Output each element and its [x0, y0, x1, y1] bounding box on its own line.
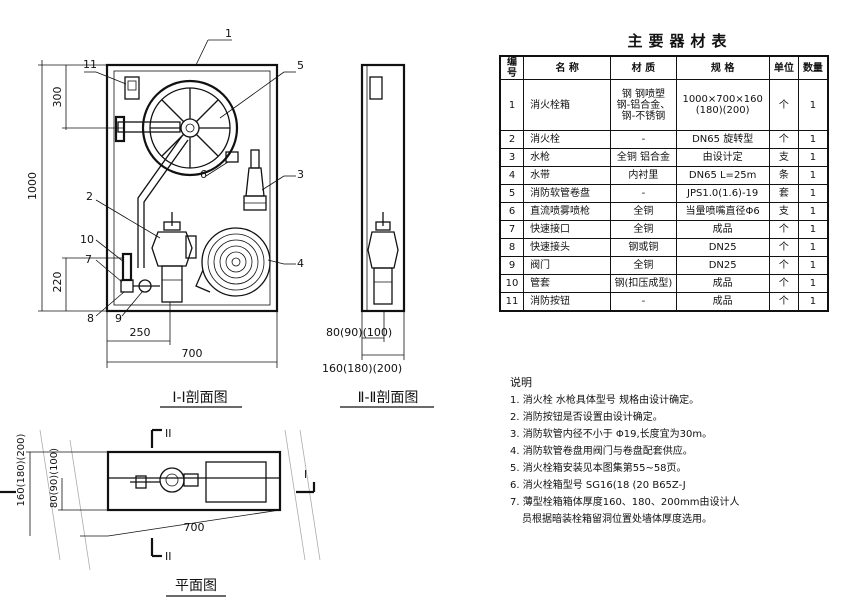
side-cabinet-frame [360, 63, 406, 313]
col-header-unit: 单位 [768, 55, 799, 80]
col-header-name: 名 称 [523, 55, 612, 80]
callout-10: 10 [80, 233, 94, 246]
materials-table: 编号 名 称 材 质 规 格 单位 数量 1 消火栓箱 钢 钢喷塑 钢-铝合金、… [499, 55, 829, 312]
col-header-material: 材 质 [610, 55, 677, 80]
section-mark-top: II [165, 427, 172, 440]
side-dim-depth-inner: 80(90)(100) [326, 326, 392, 339]
table-row: 6 直流喷雾喷枪 全铜 当量喷嘴直径Φ6 支 1 [499, 202, 829, 221]
note-item: 1. 消火栓 水枪具体型号 规格由设计确定。 [510, 395, 700, 406]
notes-section: 说明 1. 消火栓 水枪具体型号 规格由设计确定。 2. 消防按钮是否设置由设计… [510, 374, 840, 528]
side-alarm-button-icon [369, 76, 383, 100]
callout-3: 3 [297, 168, 304, 181]
note-item: 5. 消火栓箱安装见本图集第55~58页。 [510, 463, 687, 474]
note-item: 7. 薄型栓箱箱体厚度160、180、200mm由设计人 [510, 497, 740, 508]
callout-5: 5 [297, 59, 304, 72]
callout-11: 11 [83, 58, 97, 71]
callout-8: 8 [87, 312, 94, 325]
plan-cabinet-frame [106, 450, 282, 512]
section-one-one-view: 1000 300 220 250 700 1 11 5 6 3 2 10 4 7… [26, 27, 304, 408]
col-header-no: 编号 [499, 55, 525, 80]
water-gun-icon [243, 149, 267, 211]
coiled-hose-icon [195, 227, 271, 297]
section-two-title: Ⅱ-Ⅱ剖面图 [358, 390, 419, 406]
section-two-two-view: 80(90)(100) 160(180)(200) Ⅱ-Ⅱ剖面图 [322, 63, 434, 408]
callout-7: 7 [85, 253, 92, 266]
spray-nozzle-icon [225, 151, 239, 163]
table-row: 9 阀门 全铜 DN25 个 1 [499, 256, 829, 275]
alarm-button-window [127, 80, 137, 91]
reel-mount-arm [117, 121, 181, 133]
dim-height-total: 1000 [26, 172, 39, 200]
table-row: 8 快速接头 钢或铜 DN25 个 1 [499, 238, 829, 257]
table-row: 2 消火栓 - DN65 旋转型 个 1 [499, 130, 829, 149]
table-row: 10 管套 钢(扣压成型) 成品 个 1 [499, 274, 829, 293]
plan-dim-width: 700 [184, 521, 205, 534]
dim-width-700: 700 [182, 347, 203, 360]
callout-1: 1 [225, 27, 232, 40]
note-continuation: 员根据暗装栓箱留洞位置处墙体厚度选用。 [522, 514, 712, 525]
dim-height-bottom: 220 [51, 272, 64, 293]
materials-table-title: 主要器材表 [627, 32, 733, 50]
cabinet-frame-inner [113, 70, 271, 306]
reel-wall-bracket [114, 115, 126, 143]
table-row: 7 快速接口 全铜 成品 个 1 [499, 220, 829, 239]
section-one-title: I-I剖面图 [172, 390, 227, 406]
callout-9: 9 [115, 312, 122, 325]
quick-coupling-icon [120, 279, 134, 293]
table-row: 4 水带 内衬里 DN65 L=25m 条 1 [499, 166, 829, 185]
plan-dim-depth-inner: 80(90)(100) [49, 448, 60, 508]
notes-title: 说明 [510, 376, 532, 389]
note-item: 4. 消防软管卷盘用阀门与卷盘配套供应。 [510, 446, 693, 457]
plan-hydrant-icon [130, 467, 199, 493]
col-header-qty: 数量 [797, 55, 829, 80]
table-row: 1 消火栓箱 钢 钢喷塑 钢-铝合金、 钢-不锈钢 1000×700×160 (… [499, 79, 829, 131]
note-item: 3. 消防软管内径不小于 Φ19,长度宜为30m。 [510, 429, 713, 440]
soft-hose-path [137, 135, 183, 268]
dim-height-top: 300 [51, 87, 64, 108]
section-mark-bottom: II [165, 550, 172, 563]
note-item: 6. 消火栓箱型号 SG16(18 (20 B65Z-J [510, 480, 686, 491]
table-row: 11 消防按钮 - 成品 个 1 [499, 292, 829, 312]
table-row: 3 水枪 全铜 铝合金 由设计定 支 1 [499, 148, 829, 167]
col-header-spec: 规 格 [675, 55, 770, 80]
table-row: 5 消防软管卷盘 - JPS1.0(1.6)-19 套 1 [499, 184, 829, 203]
cabinet-frame-outer [105, 63, 279, 313]
hose-reel-icon [141, 79, 239, 177]
callout-4: 4 [297, 257, 304, 270]
plan-title: 平面图 [175, 578, 217, 594]
dim-width-250: 250 [130, 326, 151, 339]
note-item: 2. 消防按钮是否设置由设计确定。 [510, 412, 663, 423]
fire-hydrant-icon [151, 212, 197, 303]
callout-2: 2 [86, 190, 93, 203]
plan-dim-depth-outer: 160(180)(200) [16, 433, 27, 506]
callout-6: 6 [200, 168, 207, 181]
valve-icon [138, 279, 152, 293]
side-hydrant-icon [367, 212, 399, 305]
alarm-button-icon [124, 76, 140, 100]
section-mark-right: I [304, 468, 307, 481]
table-header-row: 编号 名 称 材 质 规 格 单位 数量 [499, 55, 829, 80]
side-dim-depth-outer: 160(180)(200) [322, 362, 402, 375]
plan-view: II II I 160(180)(200) 80(90)(100) 700 平面… [0, 427, 321, 597]
plan-hose-coil-outline [205, 461, 267, 503]
pipe-sleeve-icon [121, 252, 133, 282]
plan-door-swing [107, 509, 281, 537]
